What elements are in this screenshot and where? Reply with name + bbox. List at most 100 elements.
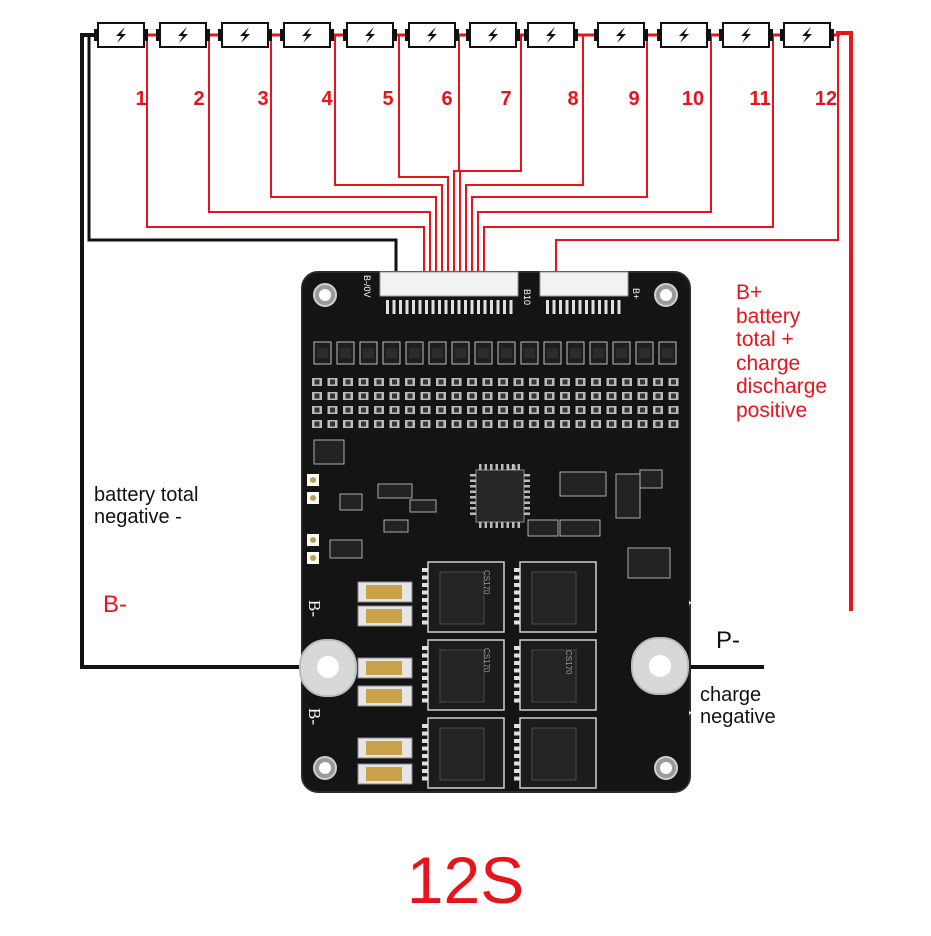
mosfet-lead bbox=[422, 769, 428, 773]
mosfet-lead bbox=[514, 598, 520, 602]
connector-pin bbox=[431, 300, 435, 314]
battery-cell-terminal bbox=[829, 29, 834, 41]
battery-cell-terminal bbox=[594, 29, 599, 41]
capacitor-body bbox=[366, 741, 402, 755]
cell-label: 4 bbox=[321, 88, 333, 110]
smd-part-body bbox=[314, 421, 320, 427]
smd-part-body bbox=[485, 407, 490, 413]
ic-pin bbox=[470, 474, 476, 477]
mounting-hole-center bbox=[660, 289, 672, 301]
test-pad-center bbox=[310, 537, 316, 543]
cell-label: 2 bbox=[193, 88, 204, 110]
smd-part-body bbox=[593, 421, 599, 427]
smd-part-body bbox=[655, 407, 661, 413]
smd-part-body bbox=[609, 379, 614, 385]
lightning-bolt-icon bbox=[365, 27, 375, 43]
mosfet-lead bbox=[514, 676, 520, 680]
smd-part-body bbox=[330, 393, 335, 399]
mosfet-lead bbox=[514, 746, 520, 751]
smd-part-body bbox=[593, 379, 599, 385]
connector-pin bbox=[425, 300, 428, 314]
lightning-bolt-icon bbox=[302, 27, 312, 43]
p-minus-label: P- bbox=[716, 627, 740, 654]
ic-pin bbox=[524, 496, 530, 499]
mosfet-lead bbox=[514, 776, 520, 781]
mosfet-lead bbox=[514, 698, 520, 703]
mosfet-lead bbox=[422, 590, 428, 595]
cell-label: 11 bbox=[749, 88, 770, 110]
mosfet-lead bbox=[514, 620, 520, 625]
ic-pin bbox=[524, 485, 530, 488]
mosfet-body bbox=[439, 727, 485, 781]
smd-part-body bbox=[624, 421, 630, 427]
battery-cell bbox=[94, 22, 148, 48]
smd-part-body bbox=[438, 421, 444, 427]
cell-label: 6 bbox=[441, 88, 452, 110]
b0-sense-wire bbox=[87, 33, 398, 292]
mosfet-lead bbox=[514, 724, 520, 728]
smd-component bbox=[313, 439, 345, 465]
silk-p-minus-bottom: P- bbox=[685, 710, 704, 725]
mosfet-lead bbox=[422, 583, 428, 587]
battery-cell-terminal bbox=[343, 29, 348, 41]
battery-cell-terminal bbox=[143, 29, 148, 41]
resistor-body bbox=[570, 348, 581, 358]
resistor-body bbox=[593, 348, 604, 358]
ic-pin bbox=[470, 512, 476, 515]
mosfet-lead bbox=[422, 724, 428, 728]
lightning-bolt-icon bbox=[741, 27, 751, 43]
mounting-hole-center bbox=[319, 289, 331, 301]
smd-part-body bbox=[392, 407, 397, 413]
smd-part-body bbox=[609, 393, 614, 399]
ic-pin bbox=[470, 490, 476, 493]
smd-part-body bbox=[547, 393, 552, 399]
resistor-body bbox=[455, 348, 466, 358]
balance-wire bbox=[465, 35, 584, 292]
smd-part-body bbox=[345, 393, 351, 399]
smd-part-body bbox=[314, 393, 320, 399]
smd-part-body bbox=[516, 393, 521, 399]
mosfet-lead bbox=[514, 646, 520, 650]
smd-part-body bbox=[655, 421, 661, 427]
balance-wire bbox=[555, 35, 839, 292]
smd-component bbox=[627, 547, 671, 579]
battery-cell bbox=[594, 22, 648, 48]
mosfet-lead bbox=[514, 568, 520, 572]
connector-pin bbox=[451, 300, 454, 314]
resistor-body bbox=[639, 348, 650, 358]
mosfet-body bbox=[439, 571, 485, 625]
smd-part-body bbox=[593, 393, 599, 399]
silk-b-minus-bottom: B- bbox=[305, 708, 324, 725]
smd-part-body bbox=[547, 421, 552, 427]
mosfet-lead bbox=[514, 590, 520, 595]
connector-pin bbox=[546, 300, 549, 314]
connector-pin bbox=[509, 300, 513, 314]
ic-pin bbox=[524, 507, 530, 510]
mosfet-lead bbox=[422, 653, 428, 658]
mosfet-lead bbox=[422, 683, 428, 688]
smd-component bbox=[383, 519, 409, 533]
smd-part-body bbox=[671, 379, 676, 385]
mosfet-lead bbox=[422, 676, 428, 680]
balance-connector-2 bbox=[539, 271, 629, 297]
connector-pin bbox=[483, 300, 487, 314]
smd-part-body bbox=[624, 393, 630, 399]
battery-cell-terminal bbox=[267, 29, 272, 41]
smd-part-body bbox=[655, 379, 661, 385]
smd-part-body bbox=[516, 407, 521, 413]
mosfet-lead bbox=[422, 739, 428, 743]
connector-pin bbox=[591, 300, 595, 314]
battery-cell bbox=[218, 22, 272, 48]
mosfet-lead bbox=[514, 691, 520, 695]
connector-pin bbox=[444, 300, 448, 314]
smd-part-body bbox=[330, 379, 335, 385]
smd-part-body bbox=[609, 407, 614, 413]
ic-pin bbox=[512, 464, 515, 470]
smd-part-body bbox=[407, 421, 413, 427]
mosfet-lead bbox=[422, 776, 428, 781]
connector-pin bbox=[386, 300, 389, 314]
smd-part-body bbox=[423, 421, 428, 427]
cell-label: 8 bbox=[567, 88, 578, 110]
